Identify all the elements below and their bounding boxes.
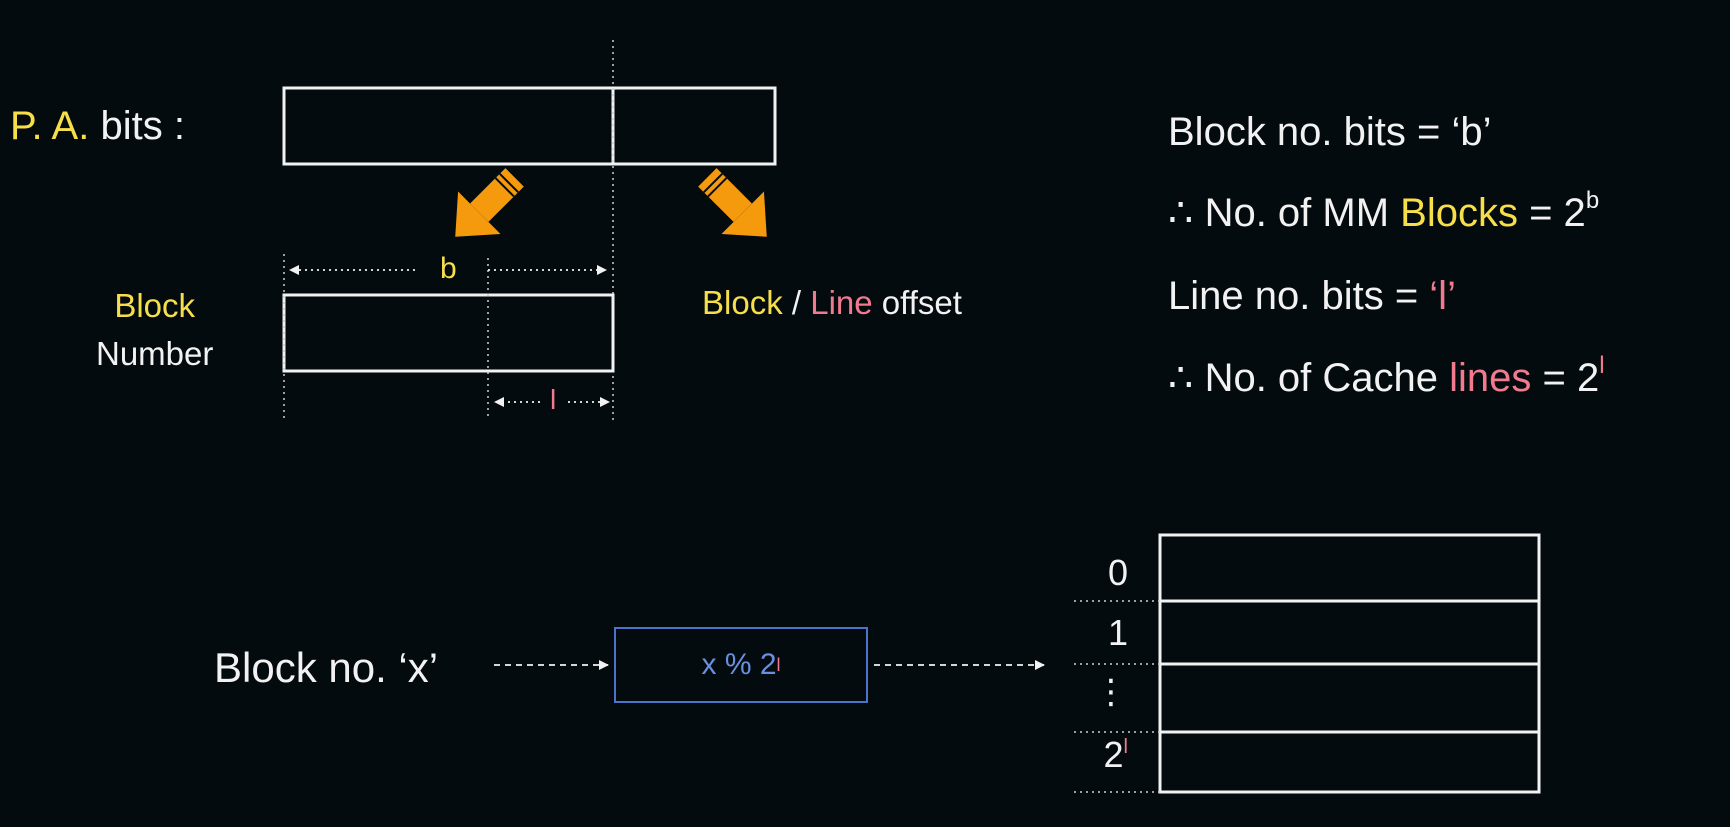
- cache-index-ellipsis: ⋮: [1094, 673, 1128, 711]
- formula-cache-lines: ∴ No. of Cache lines = 2l: [1168, 352, 1605, 401]
- block-number-bar: [282, 293, 615, 373]
- cache-table: [1158, 533, 1541, 794]
- formula-block-bits-text: Block no. bits = ‘b’: [1168, 110, 1492, 154]
- block-number-label-line1: Block: [114, 287, 196, 324]
- physical-address-bar: [282, 86, 777, 166]
- formula-mm-blocks-text: No. of MM: [1204, 191, 1401, 235]
- formula-line-bits-value: ‘l’: [1429, 274, 1456, 318]
- b-dimension-label: b: [440, 252, 457, 285]
- block-number-label: Block Number: [96, 282, 213, 378]
- modulo-function-text: x % 2: [701, 648, 777, 681]
- formula-mm-blocks-exponent: b: [1585, 187, 1600, 214]
- formula-cache-lines-exponent: l: [1599, 352, 1605, 379]
- offset-line-word: Line: [810, 284, 873, 321]
- formula-line-bits: Line no. bits = ‘l’: [1168, 274, 1456, 319]
- formula-mm-blocks-highlight: Blocks: [1400, 191, 1518, 235]
- cache-index-last: 2l: [1088, 734, 1128, 776]
- cache-index-1: 1: [1107, 612, 1128, 653]
- offset-word: offset: [872, 284, 962, 321]
- therefore-symbol: ∴: [1168, 191, 1205, 235]
- l-dimension-label: l: [550, 384, 557, 415]
- physical-address-label: P. A. bits :: [10, 104, 185, 149]
- cache-row-guides: [1074, 600, 1160, 793]
- formula-cache-lines-text: No. of Cache: [1204, 356, 1450, 400]
- cache-index-last-base: 2: [1103, 734, 1124, 775]
- formula-mm-blocks: ∴ No. of MM Blocks = 2b: [1168, 187, 1600, 236]
- formula-cache-lines-equals: = 2: [1531, 356, 1600, 400]
- formula-cache-lines-highlight: lines: [1449, 356, 1532, 400]
- offset-block-word: Block: [702, 284, 783, 321]
- formula-block-bits: Block no. bits = ‘b’: [1168, 110, 1492, 155]
- physical-address-suffix: bits :: [89, 104, 185, 148]
- physical-address-prefix: P. A.: [10, 104, 90, 148]
- block-number-label-line2: Number: [96, 335, 214, 372]
- cache-index-0: 0: [1107, 552, 1128, 593]
- cache-index-last-exponent: l: [1123, 736, 1128, 758]
- therefore-symbol: ∴: [1168, 356, 1205, 400]
- formula-mm-blocks-equals: = 2: [1517, 191, 1586, 235]
- orange-down-right-arrow-icon: [698, 168, 767, 237]
- orange-down-left-arrow-icon: [455, 168, 524, 237]
- offset-slash: /: [782, 284, 811, 321]
- block-line-offset-label: Block / Line offset: [702, 284, 962, 322]
- formula-line-bits-text: Line no. bits =: [1168, 274, 1430, 318]
- block-x-label: Block no. ‘x’: [214, 644, 439, 691]
